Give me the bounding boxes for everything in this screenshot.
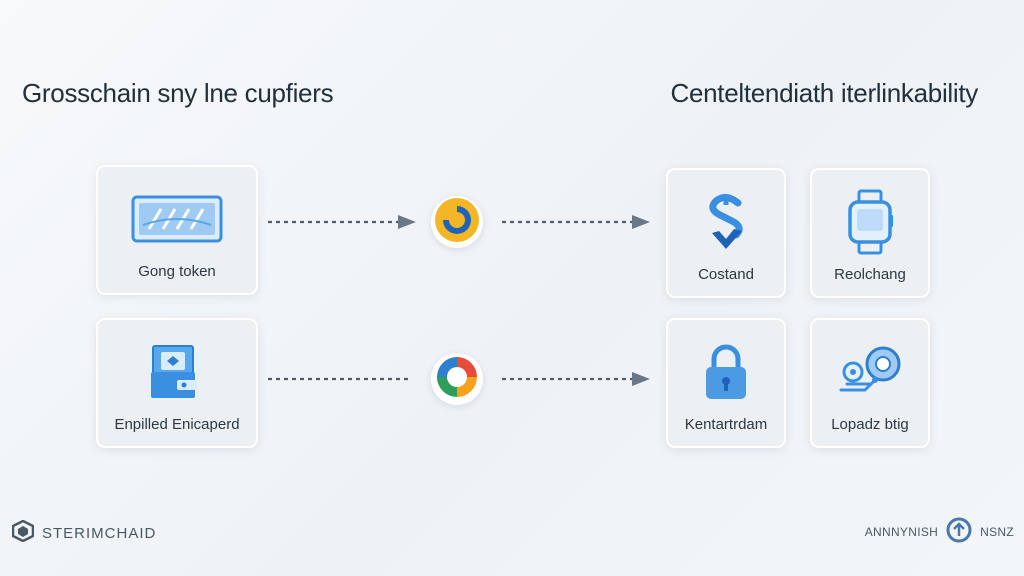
card-label: Enpilled Enicaperd — [114, 416, 240, 433]
multichain-hub-icon — [433, 353, 481, 406]
arrowhead-bottom-right — [632, 372, 650, 386]
smartwatch-icon — [812, 184, 928, 260]
token-card-icon — [98, 181, 256, 257]
footer-logo-right: ANNNYNISH NSNZ — [865, 517, 1014, 546]
card-costand[interactable]: Costand — [666, 168, 786, 298]
multichain-hub[interactable] — [431, 353, 483, 405]
logo-mark-icon — [11, 519, 35, 546]
footer-logo-left: STERIMCHAID — [11, 519, 157, 546]
card-lopadz-btig[interactable]: Lopadz btig — [810, 318, 930, 448]
card-label: Reolchang — [834, 266, 906, 283]
dollar-arrow-icon — [668, 184, 784, 260]
card-gong-token[interactable]: Gong token — [96, 165, 258, 295]
card-reolchang[interactable]: Reolchang — [810, 168, 930, 298]
card-label: Lopadz btig — [831, 416, 909, 433]
arrowhead-top-right — [632, 215, 650, 229]
card-label: Costand — [698, 266, 754, 283]
wallet-device-icon — [98, 334, 256, 410]
footer-brand-right-a: ANNNYNISH — [864, 524, 939, 539]
blockchain-hub-icon — [433, 196, 481, 249]
badge-circle-icon — [946, 517, 972, 546]
gear-network-icon — [812, 334, 928, 410]
card-label: Gong token — [138, 263, 216, 280]
card-label: Kentartrdam — [684, 416, 768, 433]
card-kentartrdam[interactable]: Kentartrdam — [666, 318, 786, 448]
padlock-icon — [668, 334, 784, 410]
blockchain-hub[interactable] — [431, 196, 483, 248]
title-right: Centeltendiath iterlinkability — [670, 78, 978, 108]
arrowhead-top-left — [398, 215, 416, 229]
footer-brand-right-b: NSNZ — [980, 524, 1014, 539]
title-left: Grosschain sny lne cupfiers — [22, 78, 334, 108]
card-enpilled-enicaperd[interactable]: Enpilled Enicaperd — [96, 318, 258, 448]
footer-brand-left: STERIMCHAID — [42, 524, 157, 542]
